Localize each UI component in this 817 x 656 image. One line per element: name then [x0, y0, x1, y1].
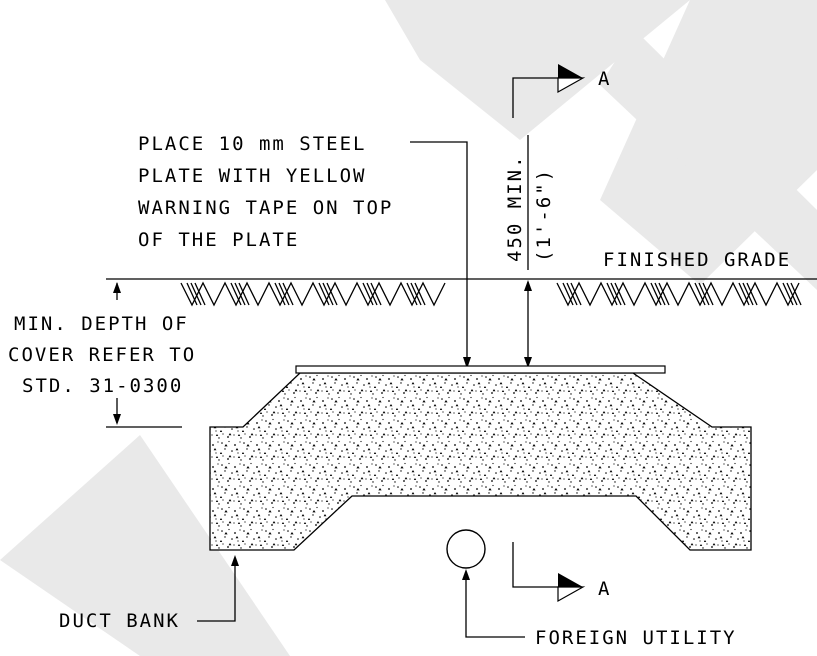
steel-plate [295, 365, 666, 374]
steel-plate-note-line2: PLATE WITH YELLOW [138, 165, 366, 187]
min-cover-line3: STD. 31-0300 [22, 375, 183, 397]
ground-hatch-tick [566, 282, 578, 306]
ground-hatch-tick [410, 282, 422, 306]
section-marker-top-label: A [598, 68, 611, 90]
ground-hatch-zigzag [180, 281, 446, 307]
ground-hatch-tick [230, 282, 242, 306]
ground-hatch-tick [738, 282, 750, 306]
ground-hatch-tick [274, 282, 286, 306]
ground-hatch-tick [786, 282, 798, 306]
duct-bank [209, 365, 752, 551]
ground-hatch-tick [650, 282, 662, 306]
ground-hatch-tick [746, 282, 758, 306]
ground-hatch-tick [414, 282, 426, 306]
ground-hatch-tick [366, 282, 378, 306]
min-cover-note: MIN. DEPTH OF COVER REFER TO STD. 31-030… [8, 282, 196, 428]
min-cover-line2: COVER REFER TO [8, 344, 196, 366]
duct-bank-callout: DUCT BANK [59, 555, 239, 632]
steel-plate-note-line4: OF THE PLATE [138, 229, 299, 251]
ground-hatch-tick [790, 282, 802, 306]
min-cover-line1: MIN. DEPTH OF [14, 313, 189, 335]
ground-hatch-tick [234, 282, 246, 306]
ground-hatch-tick [190, 282, 202, 306]
ground-hatch-tick [606, 282, 618, 306]
cover-depth-arrow-bottom [524, 357, 532, 368]
foreign-utility-label: FOREIGN UTILITY [535, 627, 737, 649]
cover-depth-dimension: 450 MIN. (1'-6") [504, 135, 555, 368]
steel-plate-leader [410, 141, 468, 360]
duct-bank-arrow [231, 555, 239, 566]
ground-hatch-tick [742, 282, 754, 306]
finished-grade-label: FINISHED GRADE [603, 249, 791, 271]
cover-depth-arrow-top [524, 280, 532, 291]
steel-plate-note: PLACE 10 mm STEEL PLATE WITH YELLOW WARN… [138, 133, 471, 369]
ground-hatch-tick [658, 282, 670, 306]
ground-hatch-tick [570, 282, 582, 306]
ground-hatch-left [180, 281, 446, 307]
ground-hatch-tick [322, 282, 334, 306]
finished-grade: FINISHED GRADE [106, 249, 817, 307]
ground-hatch-zigzag [556, 281, 800, 307]
steel-plate-note-line3: WARNING TAPE ON TOP [138, 197, 393, 219]
ground-hatch-tick [702, 282, 714, 306]
ground-hatch-tick [610, 282, 622, 306]
ground-hatch-tick [326, 282, 338, 306]
ground-hatch-tick [318, 282, 330, 306]
ground-hatch-tick [654, 282, 666, 306]
min-cover-arrow-bottom [113, 414, 121, 425]
ground-hatch-tick [782, 282, 794, 306]
foreign-utility-pipe [446, 529, 486, 569]
section-marker-bottom-label: A [598, 578, 611, 600]
ground-hatch-tick [694, 282, 706, 306]
ground-hatch-tick [698, 282, 710, 306]
ground-hatch-tick [282, 282, 294, 306]
duct-bank-label: DUCT BANK [59, 610, 180, 632]
section-marker-bottom: A [512, 542, 611, 603]
dimension-imperial: (1'-6") [533, 168, 555, 262]
ground-hatch-tick [362, 282, 374, 306]
ground-hatch-tick [278, 282, 290, 306]
foreign-utility-arrow [462, 569, 470, 580]
ground-hatch-right [556, 281, 802, 307]
ground-hatch-tick [194, 282, 206, 306]
ground-hatch-tick [370, 282, 382, 306]
ground-hatch-tick [614, 282, 626, 306]
steel-plate-note-line1: PLACE 10 mm STEEL [138, 133, 366, 155]
ground-hatch-tick [238, 282, 250, 306]
ground-hatch-tick [406, 282, 418, 306]
min-cover-arrow-top [113, 282, 121, 293]
duct-bank-concrete [209, 372, 752, 551]
ground-hatch-tick [186, 282, 198, 306]
dimension-metric: 450 MIN. [504, 154, 526, 262]
ground-hatch-tick [562, 282, 574, 306]
foreign-utility: FOREIGN UTILITY [446, 529, 737, 649]
section-marker-top: A [512, 64, 611, 118]
steel-plate-leader-arrow [463, 357, 471, 369]
